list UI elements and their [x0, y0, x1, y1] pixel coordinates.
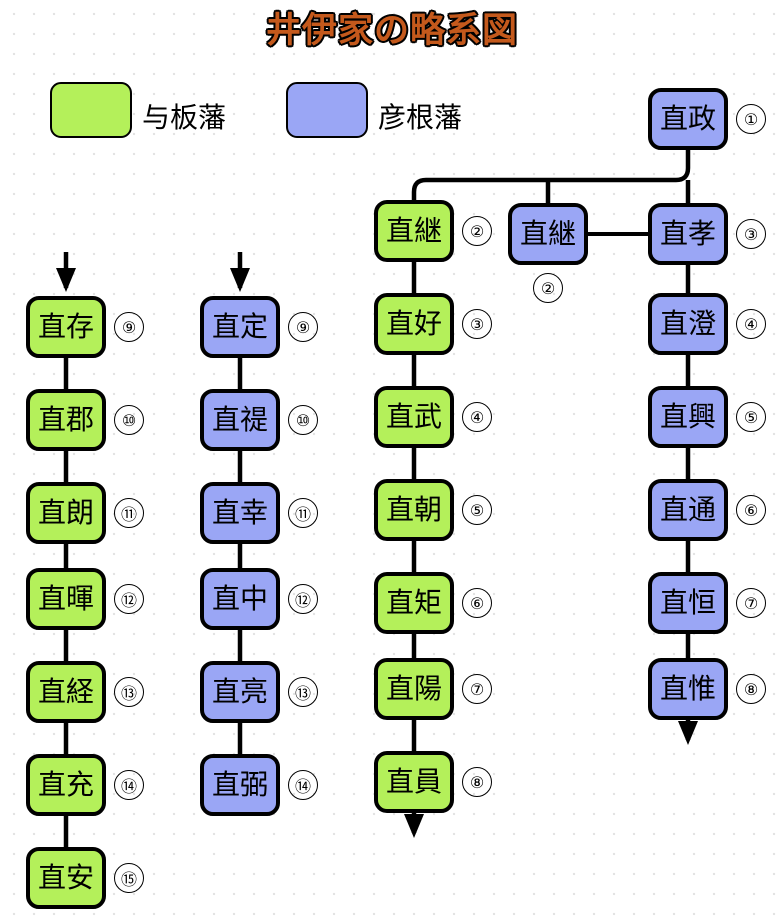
- person-name-label: 直澄: [659, 307, 716, 340]
- person-name-label: 直惟: [659, 672, 716, 705]
- generation-badge-naotsugu_blue: ②: [533, 273, 563, 303]
- generation-badge-naonobu: ⑧: [736, 674, 766, 704]
- person-name-label: 直経: [37, 675, 94, 708]
- person-name-label: 直員: [385, 765, 442, 798]
- generation-badge-naoteru: ⑫: [114, 584, 144, 614]
- person-name-label: 直郡: [37, 403, 94, 436]
- person-name-label: 直恒: [659, 586, 716, 619]
- arrowhead-c1-in: [56, 268, 76, 292]
- generation-badge-naotsune2: ⑬: [114, 677, 144, 707]
- person-node-naotsune[interactable]: 直恒: [648, 572, 728, 634]
- arrowhead-c3-out: [404, 814, 424, 838]
- legend-label-yoita: 与板藩: [142, 101, 227, 134]
- person-node-naosada[interactable]: 直定: [200, 296, 280, 358]
- person-name-label: 直中: [211, 582, 268, 615]
- person-name-label: 直陽: [385, 672, 442, 705]
- person-node-naokazu[interactable]: 直員: [374, 751, 454, 813]
- person-node-naoyoshi[interactable]: 直好: [374, 293, 454, 355]
- generation-badge-naokuni: ⑩: [114, 405, 144, 435]
- page-title-text: 井伊家の略系図: [265, 10, 518, 51]
- person-node-naomasa[interactable]: 直政: [648, 88, 728, 150]
- page-title: 井伊家の略系図: [0, 2, 784, 53]
- generation-badge-naotomo: ⑤: [462, 495, 492, 525]
- person-node-naosumi[interactable]: 直澄: [648, 293, 728, 355]
- generation-badge-naoyoshi2: ⑩: [288, 405, 318, 435]
- generation-badge-naomitsu: ⑭: [114, 770, 144, 800]
- generation-badge-naokazu: ⑧: [462, 767, 492, 797]
- person-node-naotsune2[interactable]: 直経: [26, 661, 106, 723]
- person-node-naotsugu_blue[interactable]: 直継: [508, 203, 588, 265]
- person-name-label: 直亮: [211, 675, 268, 708]
- person-node-naotaka[interactable]: 直孝: [648, 203, 728, 265]
- person-node-naoharu[interactable]: 直陽: [374, 658, 454, 720]
- person-node-naoteru[interactable]: 直暉: [26, 568, 106, 630]
- edge-naomasa-branch: [411, 150, 691, 200]
- arrowhead-c2-in: [230, 268, 250, 292]
- arrowhead-c4-out: [678, 721, 698, 745]
- person-name-label: 直武: [385, 400, 442, 433]
- person-name-label: 直充: [37, 768, 94, 801]
- generation-badge-naoharu: ⑦: [462, 674, 492, 704]
- person-name-label: 直朝: [385, 493, 442, 526]
- person-node-naotake[interactable]: 直武: [374, 386, 454, 448]
- generation-badge-naosuke: ⑭: [288, 770, 318, 800]
- person-node-naonaka[interactable]: 直中: [200, 568, 280, 630]
- person-node-naomitsu[interactable]: 直充: [26, 754, 106, 816]
- generation-badge-naoyasu: ⑮: [114, 863, 144, 893]
- person-name-label: 直安: [37, 861, 94, 894]
- generation-badge-naoyoshi: ③: [462, 309, 492, 339]
- generation-badge-naotsugu_green: ②: [462, 216, 492, 246]
- person-name-label: 直継: [519, 217, 576, 250]
- generation-badge-naoari: ⑨: [114, 312, 144, 342]
- person-name-label: 直弼: [211, 768, 268, 801]
- person-name-label: 直暉: [37, 582, 94, 615]
- person-name-label: 直存: [37, 310, 94, 343]
- person-name-label: 直通: [659, 493, 716, 526]
- generation-badge-naotake: ④: [462, 402, 492, 432]
- generation-badge-naoaki: ⑪: [114, 498, 144, 528]
- generation-badge-naomichi: ⑥: [736, 495, 766, 525]
- generation-badge-naosumi: ④: [736, 309, 766, 339]
- person-name-label: 直孝: [659, 217, 716, 250]
- person-node-naoyasu[interactable]: 直安: [26, 847, 106, 909]
- person-node-naonori[interactable]: 直矩: [374, 572, 454, 634]
- person-node-naonobu[interactable]: 直惟: [648, 658, 728, 720]
- person-node-naoari[interactable]: 直存: [26, 296, 106, 358]
- person-name-label: 直定: [211, 310, 268, 343]
- legend-label-hikone: 彦根藩: [378, 101, 463, 134]
- legend-swatch-hikone: [286, 82, 368, 138]
- generation-badge-naohide: ⑪: [288, 498, 318, 528]
- person-node-naoaki[interactable]: 直朗: [26, 482, 106, 544]
- person-name-label: 直禔: [211, 403, 268, 436]
- person-node-naoyoshi2[interactable]: 直禔: [200, 389, 280, 451]
- person-name-label: 直継: [385, 214, 442, 247]
- generation-badge-naotaka: ③: [736, 219, 766, 249]
- legend-swatch-yoita: [50, 82, 132, 138]
- person-node-naokuni[interactable]: 直郡: [26, 389, 106, 451]
- person-name-label: 直好: [385, 307, 442, 340]
- person-node-naotsugu_green[interactable]: 直継: [374, 200, 454, 262]
- person-name-label: 直幸: [211, 496, 268, 529]
- person-name-label: 直興: [659, 400, 716, 433]
- person-node-naooki[interactable]: 直興: [648, 386, 728, 448]
- person-name-label: 直朗: [37, 496, 94, 529]
- person-node-naohide[interactable]: 直幸: [200, 482, 280, 544]
- generation-badge-naonori: ⑥: [462, 588, 492, 618]
- person-node-naomichi[interactable]: 直通: [648, 479, 728, 541]
- person-node-naoaki2[interactable]: 直亮: [200, 661, 280, 723]
- generation-badge-naoaki2: ⑬: [288, 677, 318, 707]
- generation-badge-naosada: ⑨: [288, 312, 318, 342]
- person-name-label: 直矩: [385, 586, 442, 619]
- person-name-label: 直政: [659, 102, 716, 135]
- generation-badge-naonaka: ⑫: [288, 584, 318, 614]
- generation-badge-naotsune: ⑦: [736, 588, 766, 618]
- person-node-naosuke[interactable]: 直弼: [200, 754, 280, 816]
- generation-badge-naooki: ⑤: [736, 402, 766, 432]
- generation-badge-naomasa: ①: [736, 104, 766, 134]
- person-node-naotomo[interactable]: 直朝: [374, 479, 454, 541]
